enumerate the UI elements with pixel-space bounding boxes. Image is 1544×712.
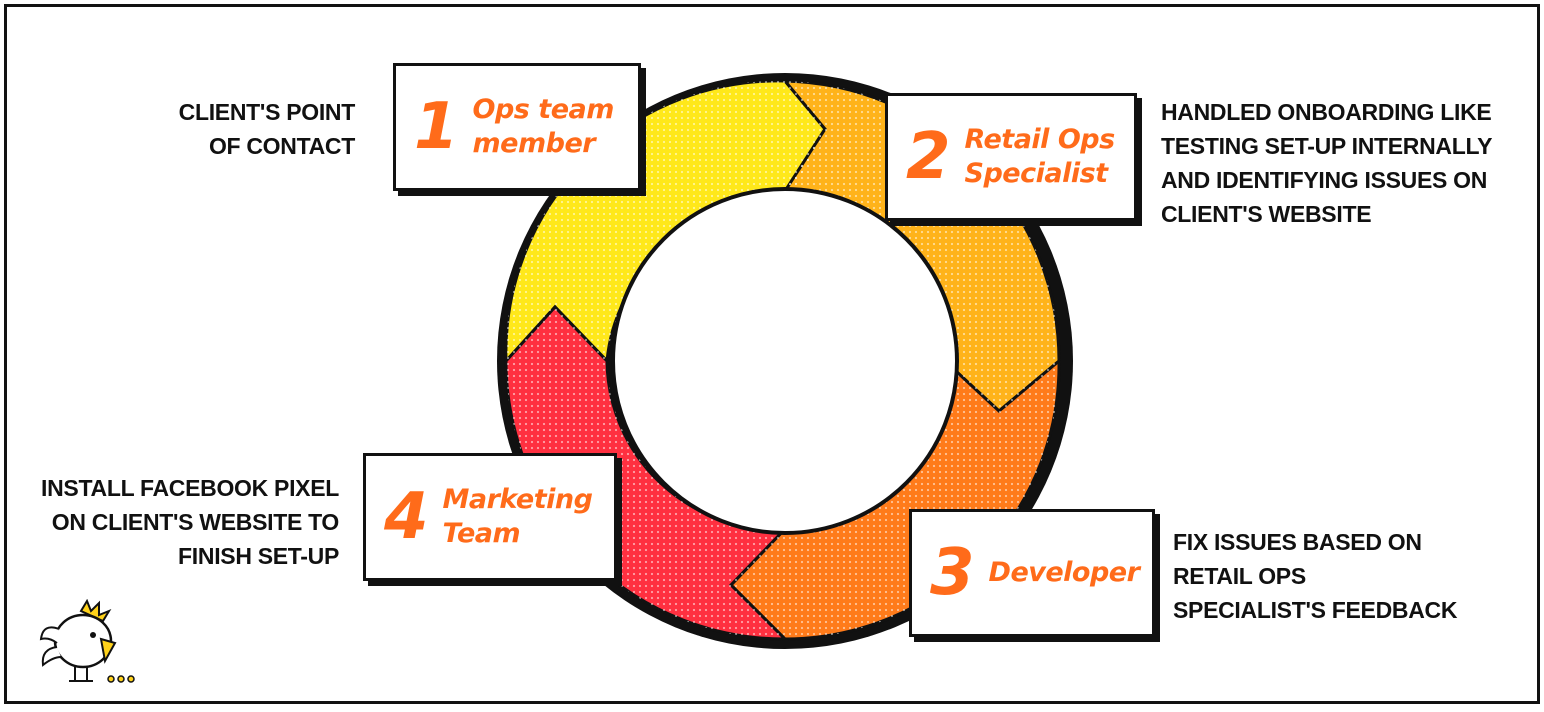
step-3-desc-line-2: Retail Ops (1173, 563, 1306, 589)
step-2-desc-line-3: and identifying issues on (1161, 167, 1488, 193)
step-1-desc-line-1: Client's point (178, 99, 356, 125)
step-2-role: Retail Ops Specialist (964, 123, 1116, 191)
step-3-desc-line-1: Fix issues based on (1173, 529, 1422, 555)
step-2-role-line-1: Retail Ops (964, 124, 1116, 155)
step-2-description: Handled onboarding like testing set-up i… (1161, 95, 1492, 231)
step-4-desc-line-2: on client's website to (51, 509, 340, 535)
step-1-role: Ops team member (472, 93, 615, 161)
step-4-desc-line-1: Install Facebook pixel (41, 475, 339, 501)
chick-mascot-icon (39, 599, 135, 683)
step-1-number: 1 (414, 90, 459, 164)
step-4-description: Install Facebook pixel on client's websi… (41, 471, 339, 573)
step-3-role-line-1: Developer (988, 557, 1140, 588)
step-2-desc-line-1: Handled onboarding like (1161, 99, 1492, 125)
step-3-description: Fix issues based on Retail Ops Specialis… (1173, 525, 1457, 627)
step-2-desc-line-4: client's website (1161, 201, 1372, 227)
step-1-card: 1 Ops team member (393, 63, 641, 191)
step-2-desc-line-2: testing set-up internally (1161, 133, 1493, 159)
step-1-desc-line-2: of contact (208, 133, 355, 159)
step-2-number: 2 (906, 120, 951, 194)
step-4-role: Marketing Team (443, 483, 593, 551)
step-1-role-line-1: Ops team (472, 94, 615, 125)
step-2-role-line-2: Specialist (964, 158, 1109, 189)
step-3-desc-line-3: Specialist's feedback (1173, 597, 1458, 623)
step-2-card: 2 Retail Ops Specialist (885, 93, 1137, 221)
step-4-role-line-1: Marketing (442, 484, 593, 515)
cycle-diagram: 1 Ops team member Client's point of cont… (4, 4, 1540, 704)
step-3-role: Developer (989, 556, 1140, 590)
step-1-role-line-2: member (472, 128, 596, 159)
step-4-role-line-2: Team (442, 518, 521, 549)
step-3-number: 3 (930, 536, 975, 610)
step-4-number: 4 (384, 480, 429, 554)
step-4-card: 4 Marketing Team (363, 453, 617, 581)
step-1-description: Client's point of contact (178, 95, 356, 163)
step-3-card: 3 Developer (909, 509, 1155, 637)
step-4-desc-line-3: finish set-up (178, 543, 339, 569)
